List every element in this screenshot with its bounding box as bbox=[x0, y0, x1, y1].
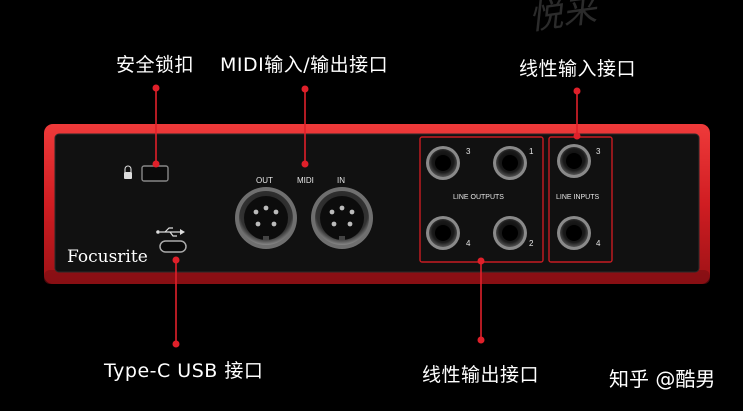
label-line-outputs: 线性输出接口 bbox=[422, 364, 540, 386]
line-inputs-label: LINE INPUTS bbox=[556, 194, 600, 201]
label-usb-c: Type-C USB 接口 bbox=[104, 360, 264, 382]
line-input-jack-4 bbox=[557, 216, 591, 250]
zhihu-watermark: 知乎 @酷男 bbox=[609, 367, 716, 391]
midi-in-label: IN bbox=[337, 176, 345, 185]
label-security-lock: 安全锁扣 bbox=[116, 54, 195, 76]
usb-c-port bbox=[159, 240, 187, 253]
line-output-jack-4 bbox=[426, 216, 460, 250]
in-num-4: 4 bbox=[596, 239, 601, 248]
label-line-inputs: 线性输入接口 bbox=[519, 58, 637, 80]
leader-dots bbox=[152, 84, 581, 348]
out-num-2: 2 bbox=[529, 239, 534, 248]
line-output-jack-3 bbox=[426, 146, 460, 180]
midi-in-port bbox=[311, 187, 373, 249]
out-num-1: 1 bbox=[529, 147, 534, 156]
leader-lines bbox=[155, 87, 578, 344]
label-midi-io: MIDI输入/输出接口 bbox=[220, 54, 389, 76]
front-panel bbox=[54, 133, 700, 273]
out-num-3: 3 bbox=[466, 147, 471, 156]
midi-out-label: OUT bbox=[256, 176, 273, 185]
line-inputs-box bbox=[548, 136, 613, 263]
midi-out-port bbox=[235, 187, 297, 249]
chassis-shadow bbox=[44, 270, 710, 284]
line-outputs-label: LINE OUTPUTS bbox=[453, 194, 504, 201]
in-num-3: 3 bbox=[596, 147, 601, 156]
lock-slot bbox=[141, 165, 169, 182]
brand-logo-text: Focusrite bbox=[67, 247, 148, 267]
line-input-jack-3 bbox=[557, 144, 591, 178]
out-num-4: 4 bbox=[466, 239, 471, 248]
line-output-jack-1 bbox=[493, 146, 527, 180]
line-output-jack-2 bbox=[493, 216, 527, 250]
midi-label: MIDI bbox=[297, 176, 314, 185]
lock-icon bbox=[124, 165, 132, 179]
usb-icon bbox=[156, 227, 185, 237]
